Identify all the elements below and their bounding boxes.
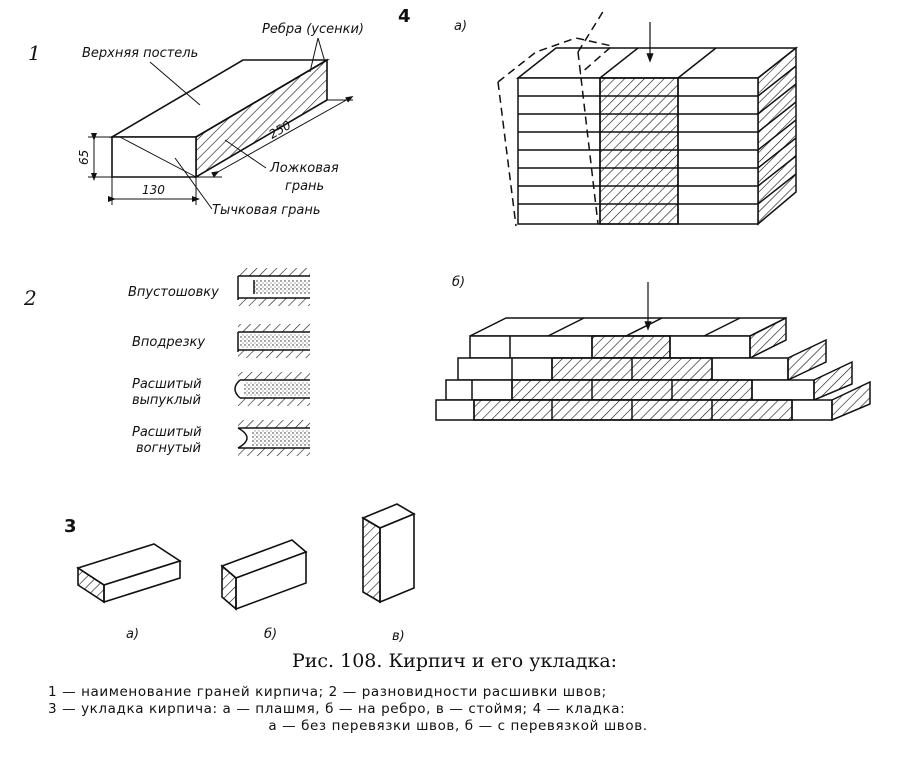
caption-line-1: 1 — наименование граней кирпича; 2 — раз… — [48, 684, 607, 700]
joint-label-flush: Вподрезку — [132, 335, 205, 350]
label-edges: Ребра (усенки) — [262, 22, 364, 37]
brick-upright — [361, 503, 416, 604]
panel-3-number: 3 — [64, 516, 77, 537]
wall-with-bonding — [435, 282, 871, 422]
joint-flush — [237, 324, 310, 358]
brick-isometric — [109, 58, 330, 179]
joint-label-convex-2: выпуклый — [132, 393, 201, 408]
brick-flat — [76, 543, 182, 604]
figure-caption-title: Рис. 108. Кирпич и его укладка: — [291, 650, 618, 672]
caption-line-3: а — без перевязки швов, б — с перевязкой… — [268, 718, 648, 734]
dimension-lines — [88, 96, 354, 205]
dim-height: 65 — [77, 150, 91, 165]
brick-on-edge — [220, 539, 308, 611]
panel-4-number: 4 — [398, 6, 411, 27]
label-on-edge: б) — [264, 627, 277, 642]
joint-hollow — [237, 268, 310, 306]
figure-caption-body: 1 — наименование граней кирпича; 2 — раз… — [48, 684, 868, 735]
label-no-bonding: а) — [454, 19, 467, 34]
joint-concave — [237, 420, 310, 456]
wall-no-bonding — [497, 9, 799, 227]
panel-1-brick-faces: 1 65 130 250 — [28, 22, 364, 218]
joint-drawings — [234, 268, 310, 456]
leader-lines — [149, 37, 326, 210]
label-with-bonding: б) — [452, 275, 465, 290]
label-stretcher-face-2: грань — [285, 179, 324, 194]
joint-label-hollow: Впустошовку — [128, 285, 219, 300]
label-stretcher-face-1: Ложковая — [269, 161, 339, 176]
panel-2-number: 2 — [23, 286, 37, 310]
dim-width: 130 — [142, 183, 165, 197]
label-header-face: Тычковая грань — [212, 203, 320, 218]
caption-line-2: 3 — укладка кирпича: а — плашмя, б — на … — [48, 701, 626, 717]
joint-convex — [234, 372, 310, 406]
joint-label-concave-2: вогнутый — [136, 441, 201, 456]
panel-1-number: 1 — [28, 41, 41, 65]
joint-label-convex-1: Расшитый — [132, 377, 202, 392]
label-upright: в) — [392, 629, 405, 644]
panel-2-joint-types: 2 Впустошовку Вподрезку Расшитый выпуклы… — [23, 268, 310, 456]
label-top-bed: Верхняя постель — [82, 46, 198, 61]
joint-label-concave-1: Расшитый — [132, 425, 202, 440]
panel-4-masonry: 4 а) б) — [398, 6, 871, 422]
panel-3-brick-positions: 3 а) б) в) — [64, 503, 416, 644]
label-flat: а) — [126, 627, 139, 642]
